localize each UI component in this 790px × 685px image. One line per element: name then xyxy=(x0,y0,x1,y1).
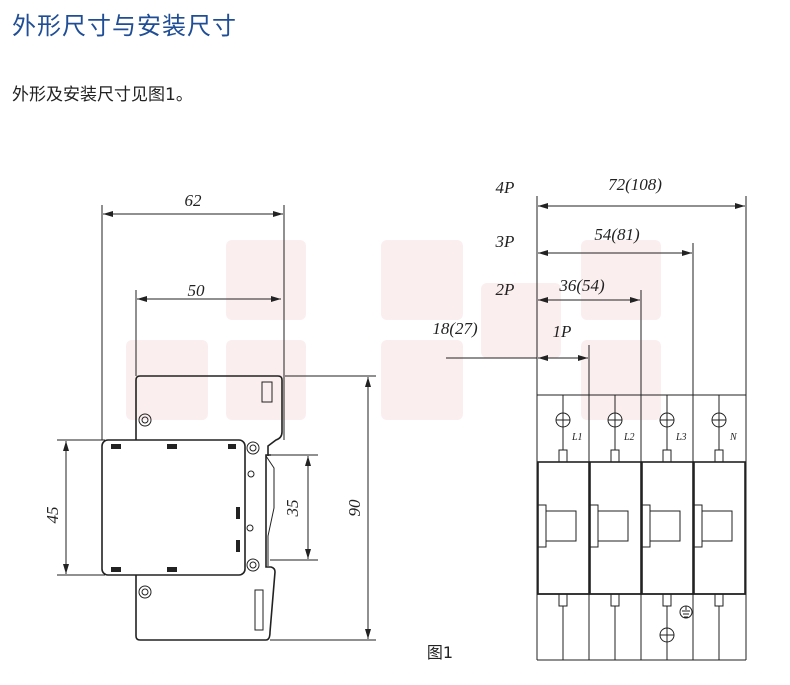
intro-text: 外形及安装尺寸见图1。 xyxy=(12,85,193,105)
figure-caption: 图1 xyxy=(427,643,453,662)
pole-label-4p: 4P xyxy=(496,178,515,197)
dim-rail: 35 xyxy=(283,500,302,518)
terminal-label: L1 xyxy=(571,432,583,443)
pole-dim-2p: 36(54) xyxy=(558,276,605,295)
front-view-drawing xyxy=(446,196,747,661)
watermark xyxy=(126,240,661,420)
terminal-label: L2 xyxy=(623,432,635,443)
pole-dim-1p: 18(27) xyxy=(432,319,478,338)
dim-width-total: 62 xyxy=(185,191,203,210)
terminal-label: N xyxy=(729,432,738,443)
section-heading: 外形尺寸与安装尺寸 xyxy=(12,12,237,40)
dim-width-inner: 50 xyxy=(188,281,206,300)
pole-label-2p: 2P xyxy=(496,280,515,299)
pole-dim-3p: 54(81) xyxy=(594,225,640,244)
terminal-label: L3 xyxy=(675,432,687,443)
pole-dim-4p: 72(108) xyxy=(608,175,662,194)
side-view-drawing xyxy=(57,205,376,641)
pole-label-3p: 3P xyxy=(495,232,515,251)
dim-height-front: 45 xyxy=(43,507,62,524)
pole-label-1p: 1P xyxy=(553,322,572,341)
dim-height-total: 90 xyxy=(345,499,364,517)
